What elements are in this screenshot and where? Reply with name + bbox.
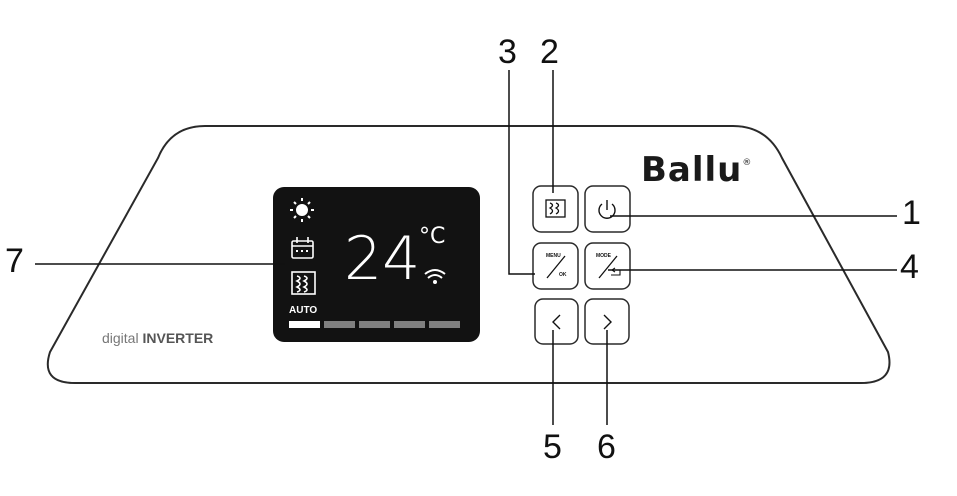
left-button bbox=[534, 298, 579, 345]
temperature-unit: °C bbox=[419, 224, 446, 249]
temperature-readout: 24 bbox=[344, 224, 421, 294]
callout-1: 1 bbox=[902, 194, 921, 232]
model-label: digital INVERTER bbox=[102, 330, 213, 346]
mode-label-button: MODE bbox=[596, 253, 611, 259]
display-screen bbox=[273, 187, 480, 342]
louver-button bbox=[532, 185, 579, 233]
callout-6: 6 bbox=[597, 428, 616, 466]
louver-icon-screen bbox=[291, 271, 316, 295]
fan-level-bar bbox=[289, 321, 320, 328]
mode-back-button bbox=[584, 242, 631, 290]
fan-level-bar bbox=[324, 321, 355, 328]
menu-label: MENU bbox=[546, 253, 561, 259]
menu-ok-button bbox=[532, 242, 579, 290]
callout-3: 3 bbox=[498, 33, 517, 71]
ok-label: OK bbox=[559, 272, 567, 278]
sun-icon bbox=[290, 198, 314, 222]
model-name: INVERTER bbox=[142, 330, 214, 346]
callout-5: 5 bbox=[543, 428, 562, 466]
right-button bbox=[584, 298, 630, 345]
callout-2: 2 bbox=[540, 33, 559, 71]
fan-level-bar bbox=[429, 321, 460, 328]
callout-4: 4 bbox=[900, 248, 919, 286]
louver-icon bbox=[545, 199, 566, 218]
fan-level-bar bbox=[394, 321, 425, 328]
wifi-icon bbox=[424, 269, 446, 284]
calendar-icon bbox=[291, 237, 314, 259]
chevron-left-icon bbox=[552, 314, 561, 330]
fan-level-bars bbox=[289, 321, 460, 328]
model-prefix: digital bbox=[102, 330, 139, 346]
leader-lines bbox=[35, 70, 897, 425]
callout-7: 7 bbox=[5, 242, 24, 280]
mode-label: AUTO bbox=[289, 305, 318, 316]
power-button bbox=[584, 185, 631, 233]
power-icon bbox=[598, 200, 616, 219]
chevron-right-icon bbox=[603, 314, 612, 330]
fan-level-bar bbox=[359, 321, 390, 328]
brand-logo: Ballu® bbox=[641, 150, 753, 190]
